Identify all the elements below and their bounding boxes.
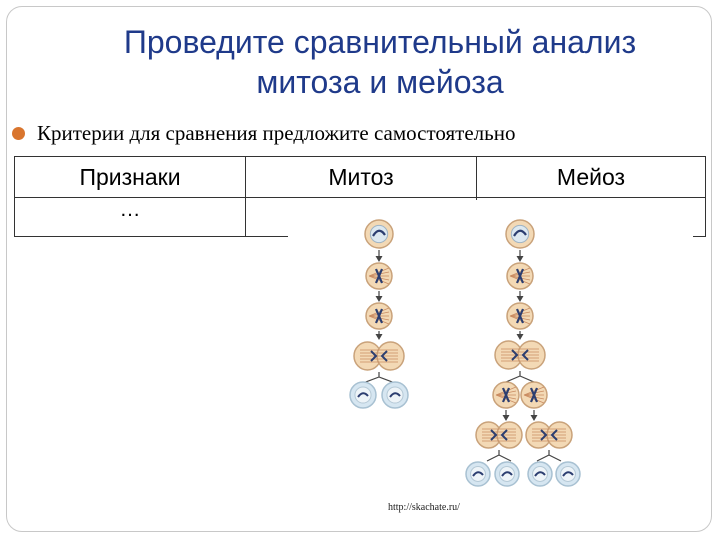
nucleus-icon [532,466,548,482]
spindle-fiber [523,394,545,404]
spindle-fiber [509,307,531,317]
spindle-fiber [368,315,390,325]
arrowhead-icon [502,415,510,421]
nucleus-icon [369,224,389,244]
chromosome-icon [372,229,386,237]
title-line-1: Проведите сравнительный анализ [123,24,637,60]
branch-arrow-icon [536,450,562,462]
arrowhead-icon [375,334,383,340]
spindle-fiber [509,267,531,277]
spindle-fiber [509,315,531,325]
slide-frame [6,6,712,532]
spindle-fiber [368,307,390,317]
spindle-fiber [523,386,545,396]
chromosome-icon [529,387,539,403]
chromosome-icon [540,429,558,441]
spindle-fiber [509,275,531,285]
chromosome-icon [370,350,388,362]
nucleus-icon [386,386,404,404]
branch-arrow-icon [486,450,512,462]
chromosome-icon [501,471,513,477]
chromosome-icon [357,392,369,398]
chromosome-icon [490,429,508,441]
table-cell-criteria: … [14,197,246,237]
branch-arrow-icon [505,371,535,383]
arrowhead-icon [375,296,383,302]
chromosome-icon [513,229,527,237]
chromosome-icon [374,268,384,284]
bullet-item: Критерии для сравнения предложите самост… [12,118,515,148]
title-line-2: митоза и мейоза [256,64,504,100]
bullet-dot-icon [12,126,25,140]
spindle-fiber [368,267,390,277]
table-header-row: Признаки Митоз Мейоз [14,156,706,198]
chromosome-icon [562,471,574,477]
nucleus-icon [560,466,576,482]
header-meiosis: Мейоз [476,156,706,198]
spindle-fiber [495,386,517,396]
source-link[interactable]: http://skachate.ru/ [388,502,460,513]
chromosome-icon [501,387,511,403]
nucleus-icon [499,466,515,482]
bullet-text: Критерии для сравнения предложите самост… [37,120,516,145]
chromosome-icon [534,471,546,477]
nucleus-icon [470,466,486,482]
arrowhead-icon [530,415,538,421]
chromosome-icon [472,471,484,477]
arrowhead-icon [516,334,524,340]
spindle-fiber [368,275,390,285]
chromosome-icon [515,308,525,324]
slide-title: Проведите сравнительный анализ митоза и … [40,22,720,102]
arrowhead-icon [516,256,524,262]
arrowhead-icon [375,256,383,262]
branch-arrow-icon [362,372,396,384]
nucleus-icon [354,386,372,404]
spindle-fiber [495,394,517,404]
arrowhead-icon [516,296,524,302]
chromosome-icon [389,392,401,398]
chromosome-icon [515,268,525,284]
chromosome-icon [511,349,529,361]
chromosome-icon [374,308,384,324]
nucleus-icon [510,224,530,244]
